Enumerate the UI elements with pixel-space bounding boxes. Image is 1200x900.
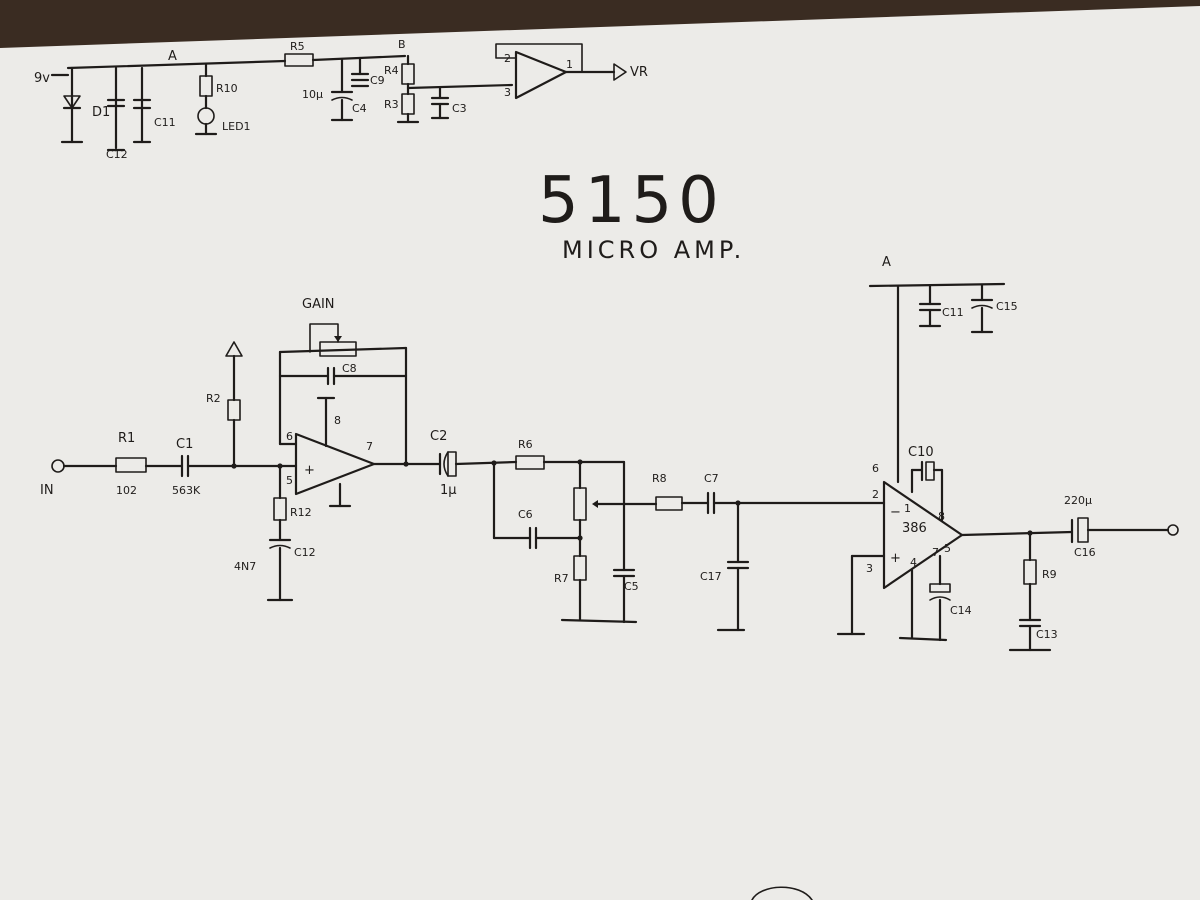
lm386-pin-5-label: 5 (944, 542, 951, 555)
pin-7-label: 7 (366, 440, 373, 453)
r3-label: R3 (384, 98, 399, 111)
c10-label: C10 (908, 445, 934, 460)
node-b-label: B (398, 38, 406, 51)
r6-label: R6 (518, 438, 533, 451)
d1-label: D1 (92, 105, 110, 120)
buffer-pin-2-label: 2 (504, 52, 511, 65)
paper-sheet (0, 6, 1200, 900)
c12-label: C12 (106, 148, 128, 161)
power-amp-c11-label: C11 (942, 306, 964, 319)
output-jack-icon (1167, 524, 1179, 536)
c2-value-label: 1μ (440, 483, 457, 498)
preamp-opamp-icon (294, 432, 376, 496)
c1-label: C1 (176, 437, 193, 452)
c12-value-label: 4N7 (234, 560, 256, 573)
r12-label: R12 (290, 506, 312, 519)
page-title: 5150 (538, 164, 725, 238)
partial-circle-sketch (751, 886, 813, 900)
lm386-pin-7-label: 7 (932, 546, 939, 559)
r10-label: R10 (216, 82, 238, 95)
lm386-pin-3-label: 3 (866, 562, 873, 575)
vr-supply-arrow-icon (225, 341, 243, 357)
c15-label: C15 (996, 300, 1018, 313)
c1-value-label: 563K (172, 484, 201, 497)
c12-bottom-label: C12 (294, 546, 316, 559)
r7-label: R7 (554, 572, 569, 585)
c13-label: C13 (1036, 628, 1058, 641)
r9-label: R9 (1042, 568, 1057, 581)
diode-d1-icon (63, 95, 81, 109)
buffer-opamp-icon (514, 50, 568, 100)
input-label: IN (40, 483, 54, 498)
c14-label: C14 (950, 604, 972, 617)
power-amp-section: A C11 C15 386 6 2 1 3 4 5 7 8 − + (836, 255, 1179, 652)
c16-label: C16 (1074, 546, 1096, 559)
c17-label: C17 (700, 570, 722, 583)
lm386-plus-label: + (890, 551, 901, 566)
r8-label: R8 (652, 472, 667, 485)
r4-label: R4 (384, 64, 399, 77)
vr-label: VR (630, 65, 648, 80)
pin-6-label: 6 (286, 430, 293, 443)
c4-value-label: 10μ (302, 88, 323, 101)
buffer-pin-1-label: 1 (566, 58, 573, 71)
c5-label: C5 (624, 580, 639, 593)
c6-label: C6 (518, 508, 533, 521)
lm386-pin-1-label: 1 (904, 502, 911, 515)
lm386-minus-label: − (890, 505, 901, 520)
input-9v-label: 9v (34, 71, 50, 86)
preamp-plus-label: + (304, 463, 315, 478)
gain-label: GAIN (302, 297, 335, 312)
r5-label: R5 (290, 40, 305, 53)
lm386-chip-label: 386 (902, 521, 927, 536)
node-a-label: A (168, 49, 177, 64)
power-amp-node-a-label: A (882, 255, 891, 270)
page-subtitle: MICRO AMP. (562, 236, 745, 264)
r1-value-label: 102 (116, 484, 137, 497)
c9-label: C9 (370, 74, 385, 87)
r1-label: R1 (118, 431, 135, 446)
power-supply-section: 9v A D1 C12 C11 R10 LED1 R5 (34, 38, 648, 161)
vr-arrow-icon (613, 63, 627, 81)
tone-stage-section: C2 1μ R6 C6 R7 C5 R8 (430, 429, 886, 632)
supply-rail-a (66, 59, 287, 70)
pin-8-label: 8 (334, 414, 341, 427)
c16-value-label: 220μ (1064, 494, 1092, 507)
lm386-pin-6-label: 6 (872, 462, 879, 475)
c7-label: C7 (704, 472, 719, 485)
r2-label: R2 (206, 392, 221, 405)
led1-label: LED1 (222, 120, 251, 133)
c3-label: C3 (452, 102, 467, 115)
c2-label: C2 (430, 429, 447, 444)
pin-5-label: 5 (286, 474, 293, 487)
lm386-chip-icon (882, 480, 964, 590)
c11-label: C11 (154, 116, 176, 129)
preamp-section: IN R1 102 C1 563K R2 + 6 5 7 8 (40, 297, 442, 602)
lm386-pin-4-label: 4 (910, 556, 917, 569)
c4-label: C4 (352, 102, 367, 115)
c8-label: C8 (342, 362, 357, 375)
buffer-pin-3-label: 3 (504, 86, 511, 99)
lm386-pin-2-label: 2 (872, 488, 879, 501)
